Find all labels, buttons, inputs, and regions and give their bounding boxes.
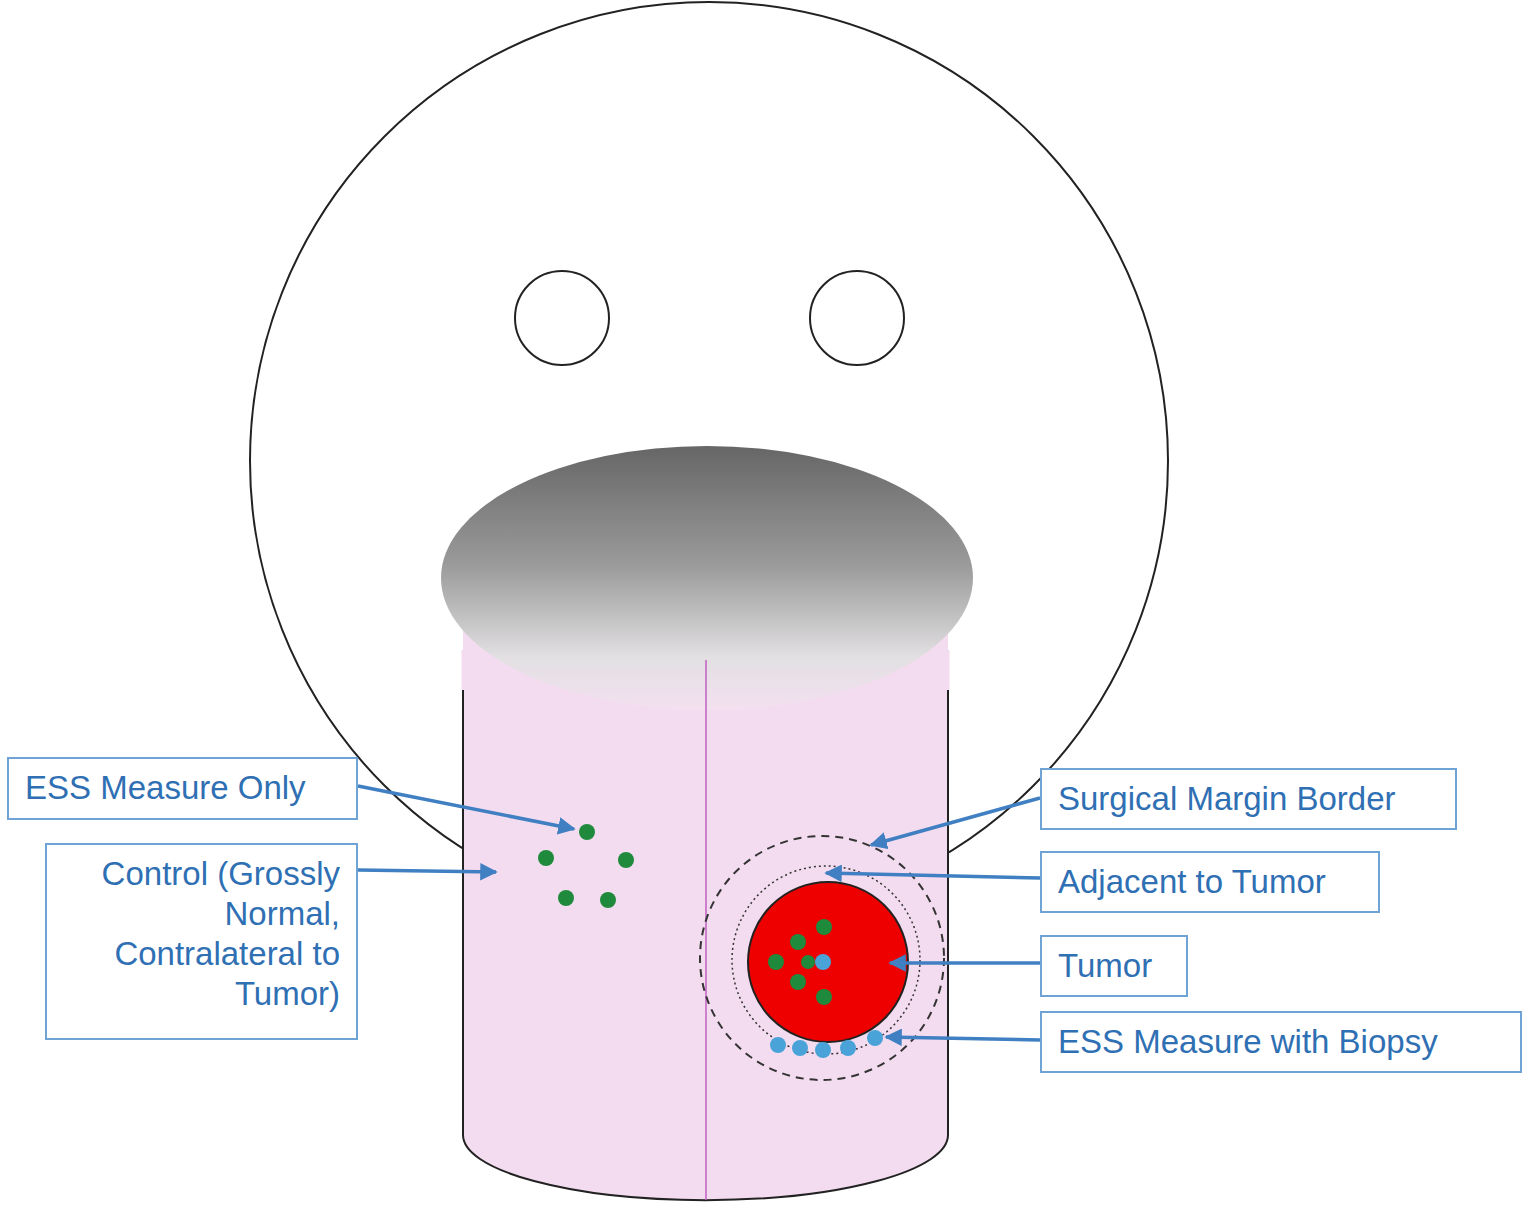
label-text: ESS Measure with Biopsy (1058, 1022, 1504, 1062)
mouth (441, 446, 973, 710)
tumor (748, 882, 908, 1042)
label-box: ESS Measure with Biopsy (1040, 1011, 1522, 1073)
tumor-dots (768, 919, 832, 1005)
tongue-midline (705, 660, 707, 1200)
label-box: ESS Measure Only (7, 757, 358, 820)
surgical-margin (700, 836, 944, 1080)
label-text: Adjacent to Tumor (1058, 862, 1362, 902)
label-text: Control (Grossly Normal, Contralateral t… (63, 854, 340, 1014)
biopsy-dots (770, 1030, 883, 1058)
label-text: Tumor (1058, 946, 1170, 986)
label-box: Adjacent to Tumor (1040, 851, 1380, 913)
eye (810, 271, 904, 365)
label-box: Control (Grossly Normal, Contralateral t… (45, 843, 358, 1040)
label-box: Surgical Margin Border (1040, 768, 1457, 830)
tongue (463, 620, 948, 1200)
leader-arrows (358, 786, 1040, 1040)
eye (515, 271, 609, 365)
label-box: Tumor (1040, 935, 1188, 997)
control-dots (538, 824, 634, 908)
adjacent-zone (732, 866, 920, 1054)
biopsy-dot (815, 954, 831, 970)
label-text: ESS Measure Only (25, 768, 340, 808)
label-text: Surgical Margin Border (1058, 779, 1439, 819)
